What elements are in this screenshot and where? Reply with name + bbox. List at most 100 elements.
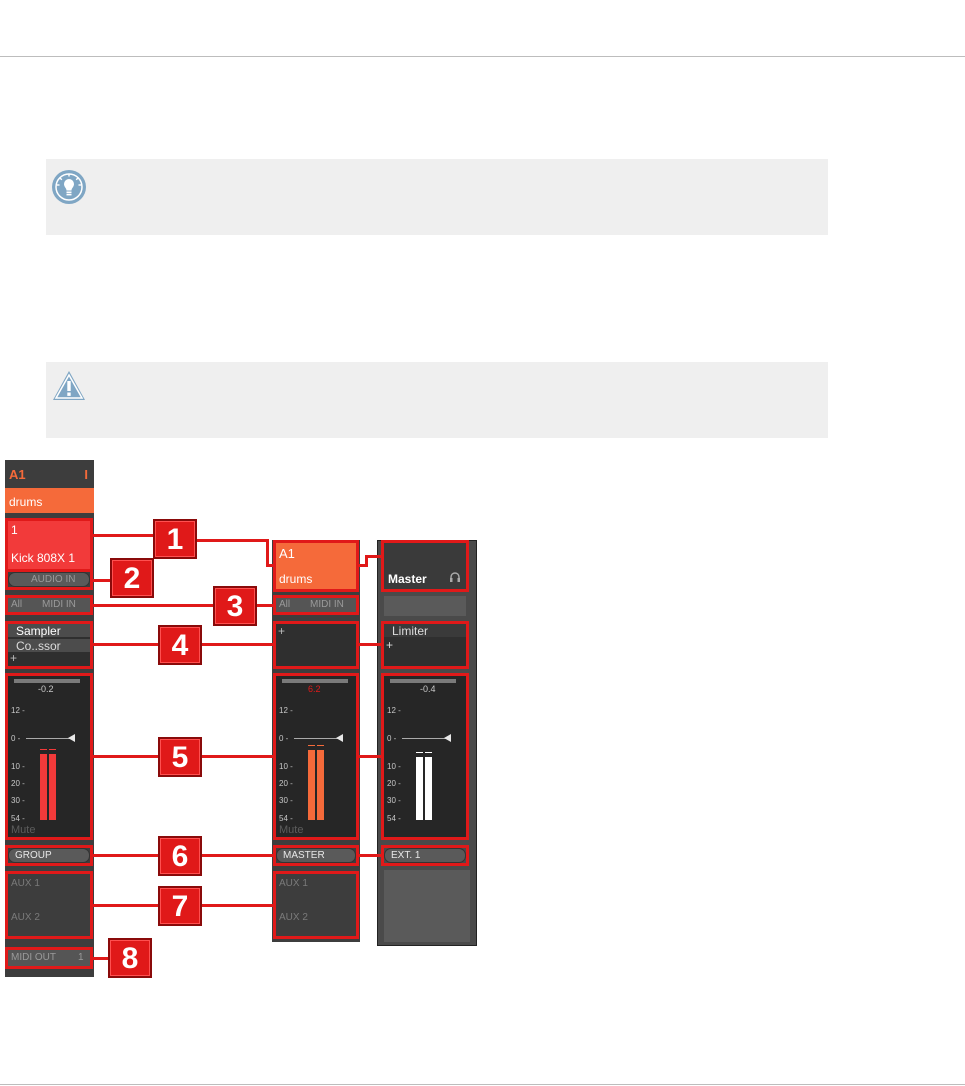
connector-1d [266,564,274,567]
highlight-plugins-master [381,621,469,669]
scale-tick-label: 54 - [387,814,401,823]
callout-8: 8 [108,938,152,978]
highlight-aux-sound [5,871,93,939]
scale-tick-label: 30 - [387,796,401,805]
aux2-label[interactable]: AUX 2 [11,912,40,923]
highlight-meter-sound [5,673,93,840]
group-slot-button[interactable]: A1 drums [276,543,356,589]
group-name-field[interactable]: drums [5,488,94,513]
scale-tick-label: 10 - [387,762,401,771]
sound-slot-button[interactable]: 1 Kick 808X 1 [8,521,90,569]
scale-tick-label: 54 - [11,814,25,823]
sound-level-meter: -0.2 Mute 12 -0 -10 -20 -30 -54 - [8,676,90,837]
meter-bar [308,750,315,820]
plugin-list: Sampler Co..ssor + [8,624,90,666]
sound-slot-name: Kick 808X 1 [11,551,76,565]
connector-2 [93,579,111,582]
mute-label[interactable]: Mute [11,824,36,836]
plugin-add-button[interactable]: + [386,638,394,652]
plugin-add-button[interactable]: + [10,651,18,665]
output-label: EXT. 1 [391,850,421,861]
highlight-meter-master [381,673,469,840]
callout-1: 1 [153,519,197,559]
audio-in-label: AUDIO IN [31,574,76,585]
callout-7: 7 [158,886,202,926]
group-name: drums [9,495,43,509]
group-slot-id: A1 [279,546,295,561]
scale-tick-label: 30 - [279,796,293,805]
master-output-selector[interactable]: EXT. 1 [384,848,466,863]
plugin-add-button[interactable]: + [278,624,286,638]
callout-5: 5 [158,737,202,777]
fader-handle[interactable] [444,734,451,742]
connector-5c [359,755,382,758]
midi-out-row[interactable]: MIDI OUT 1 [8,950,90,966]
master-empty-slot [384,596,466,616]
connector-7b [202,904,274,907]
meter-bar [49,754,56,820]
highlight-audio-in [5,569,93,590]
midi-out-channel: 1 [78,952,84,963]
highlight-output-master [381,845,469,866]
midi-in-label: MIDI IN [310,599,344,610]
fader-handle[interactable] [336,734,343,742]
level-value: 6.2 [308,684,321,694]
connector-6c [359,854,382,857]
midi-channel: All [279,599,291,610]
connector-4b [202,643,274,646]
connector-8 [93,957,108,960]
group-marker: I [84,467,88,482]
tip-box [46,159,828,235]
plugin-slot-compressor[interactable]: Co..ssor [8,639,90,653]
connector-3a [93,604,213,607]
connector-6a [93,854,158,857]
mixer-figure: A1 I drums 1 Kick 808X 1 AUDIO IN All MI… [0,455,490,995]
master-slot-button[interactable]: Master [384,543,466,589]
master-level-meter: -0.4 12 -0 -10 -20 -30 -54 - [384,676,466,837]
connector-5a [93,755,158,758]
group-slot-name: drums [279,572,313,586]
meter-peak [425,752,432,753]
headphones-icon[interactable] [449,571,461,583]
midi-in-row[interactable]: All MIDI IN [8,598,90,612]
callout-4: 4 [158,625,202,665]
group-midi-in-row[interactable]: All MIDI IN [276,598,356,612]
plugin-name: Sampler [16,624,61,638]
midi-channel: All [11,599,23,610]
highlight-output-sound [5,845,93,866]
scale-tick-label: 10 - [11,762,25,771]
fader-line [294,738,340,739]
mute-label[interactable]: Mute [279,824,304,836]
callout-3: 3 [213,586,257,626]
output-selector[interactable]: GROUP [8,848,90,863]
connector-7a [93,904,158,907]
meter-peak [40,749,47,750]
highlight-output-group [273,845,359,866]
aux1-label[interactable]: AUX 1 [279,878,308,889]
group-header[interactable]: A1 I [5,460,94,486]
audio-in-button[interactable]: AUDIO IN [8,572,90,587]
group-plugin-list: + [276,624,356,666]
highlight-group-slot [273,540,359,592]
aux2-label[interactable]: AUX 2 [279,912,308,923]
group-output-selector[interactable]: MASTER [276,848,356,863]
scale-tick-label: 12 - [387,706,401,715]
callout-6: 6 [158,836,202,876]
meter-peak-caps [390,679,456,683]
plugin-slot-sampler[interactable]: Sampler [8,624,90,638]
connector-1f [365,555,368,567]
plugin-slot-limiter[interactable]: Limiter [384,624,466,638]
connector-5b [202,755,274,758]
highlight-meter-group [273,673,359,840]
connector-1g [365,555,383,558]
scale-tick-label: 20 - [11,779,25,788]
highlight-master-slot [381,540,469,592]
output-label: MASTER [283,850,325,861]
aux1-label[interactable]: AUX 1 [11,878,40,889]
level-value: -0.4 [420,684,436,694]
scale-tick-label: 0 - [11,734,21,743]
fader-handle[interactable] [68,734,75,742]
meter-peak-caps [14,679,80,683]
connector-1c [266,539,269,567]
connector-4c [359,643,382,646]
